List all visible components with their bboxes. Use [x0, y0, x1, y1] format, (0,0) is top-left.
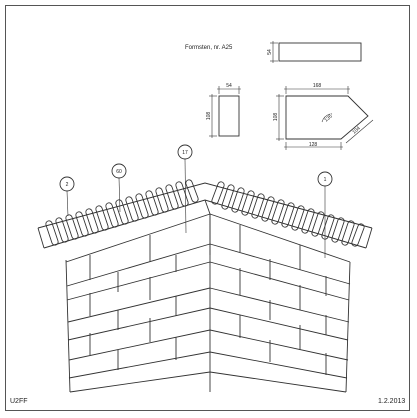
dim-shape-diagonal: 104 [351, 125, 361, 135]
callout-17-label: 17 [182, 150, 188, 156]
left-cap-stones [45, 179, 199, 246]
drawing-title: Formsten, nr. A25 [185, 45, 233, 51]
dim-small-width: 54 [226, 83, 232, 89]
dim-shape-top: 168 [313, 83, 322, 89]
drawing-frame [5, 5, 410, 411]
callout-60-label: 60 [116, 169, 122, 175]
right-cap-stones [211, 181, 365, 247]
dim-shape-angle: 135° [323, 112, 335, 123]
dim-top-height: 54 [267, 49, 273, 55]
drawing-date: 1.2.2013 [378, 398, 406, 405]
callout-1-label: 1 [324, 177, 327, 183]
top-view-rect [278, 42, 362, 62]
dim-small-height: 108 [206, 112, 212, 121]
callout-2-label: 2 [66, 182, 69, 188]
plan-shape [285, 95, 369, 140]
drawing-code: U2FF [10, 398, 28, 405]
dim-shape-height: 108 [273, 113, 279, 122]
end-view-rect [218, 95, 240, 137]
dim-shape-bottom: 128 [309, 142, 318, 148]
brick-wall [65, 213, 351, 393]
